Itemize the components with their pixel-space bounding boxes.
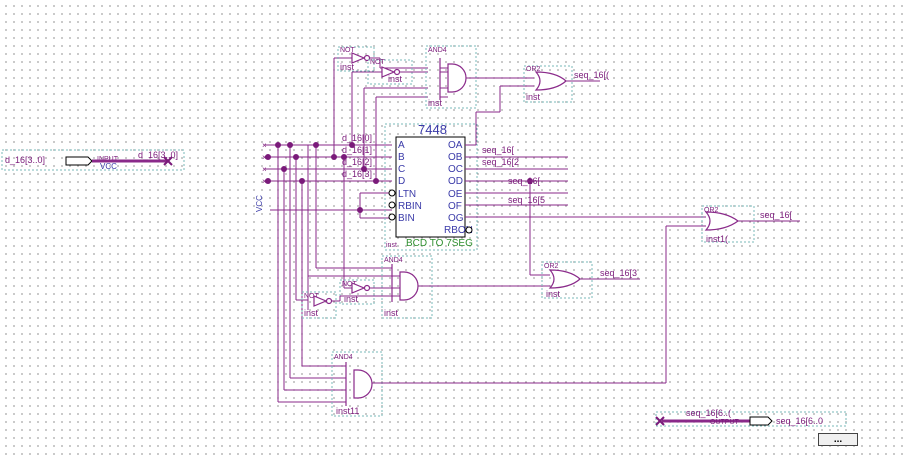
and4-gate-bottom-type: AND4 xyxy=(334,354,353,361)
not-gate-top-2-inst: inst xyxy=(388,74,403,84)
chip-pin-of: OF xyxy=(448,201,462,212)
chip-pin-oa: OA xyxy=(448,140,463,151)
or2-gate-top-type: OR2 xyxy=(526,66,541,73)
chip-pin-od: OD xyxy=(448,176,463,187)
output-net-label: seq_16[6..( xyxy=(686,408,731,418)
not-gate-middle-1-type: NOT xyxy=(342,281,358,288)
net-label-d1: d_16[1] xyxy=(342,145,372,155)
vcc-side-label: VCC xyxy=(255,195,264,212)
net-label-d3: d_16[3] xyxy=(342,169,372,179)
chip-pin-c: C xyxy=(398,164,405,175)
net-label-seq-or1: seq_16[( xyxy=(574,70,609,80)
net-label-d0: d_16[0] xyxy=(342,133,372,143)
or2-gate-middle-inst: inst xyxy=(546,289,561,299)
output-pin-seq16[interactable]: seq_16[6..( OUTPUT seq_16[6..0 xyxy=(655,408,847,427)
net-label-d2: d_16[2] xyxy=(342,157,372,167)
and4-gate-middle-inst: inst xyxy=(384,308,399,318)
net-label-seq-or2: seq_16[ xyxy=(760,210,793,220)
not-gate-middle-2[interactable]: NOT inst xyxy=(301,291,337,319)
chip-pin-og: OG xyxy=(448,213,464,224)
chip-pin-oc: OC xyxy=(448,164,463,175)
and4-gate-top-type: AND4 xyxy=(428,47,447,54)
net-label-seq-og: seq_16[5 xyxy=(508,195,545,205)
and4-gate-top[interactable]: AND4 inst xyxy=(425,45,477,109)
chip-output-wires xyxy=(465,85,706,276)
not-gate-top-1[interactable]: NOT inst xyxy=(337,46,375,72)
or2-gate-top-inst: inst xyxy=(526,92,541,102)
output-pin-type: OUTPUT xyxy=(710,419,740,426)
svg-text:×: × xyxy=(262,141,267,150)
and4-gate-bottom-inst: inst11 xyxy=(336,406,359,416)
not-gate-top-1-inst: inst xyxy=(340,62,355,72)
or2-gate-right-type: OR2 xyxy=(704,207,719,214)
not-gate-top-2-type: NOT xyxy=(370,59,386,66)
svg-text:×: × xyxy=(262,153,267,162)
or2-gate-middle-type: OR2 xyxy=(544,263,559,270)
input-pin-default: VCC xyxy=(100,162,117,171)
chip-pin-ob: OB xyxy=(448,152,463,163)
chip-pin-bin: BIN xyxy=(398,213,415,224)
and4-gate-middle[interactable]: AND4 inst xyxy=(381,255,433,319)
more-button[interactable]: ... xyxy=(818,433,858,446)
svg-text:×: × xyxy=(262,165,267,174)
net-label-seq-oc: seq_16[2 xyxy=(482,157,519,167)
and4-gate-middle-type: AND4 xyxy=(384,257,403,264)
chip-pin-a: A xyxy=(398,140,405,151)
or2-gate-right-inst: inst1( xyxy=(706,234,728,244)
chip-pin-d: D xyxy=(398,176,405,187)
net-label-seq-oe: seq_16[ xyxy=(508,176,541,186)
chip-footer: BCD TO 7SEG xyxy=(406,238,473,249)
not-gate-middle-2-type: NOT xyxy=(304,293,320,300)
not-gate-middle-2-inst: inst xyxy=(304,308,319,318)
or2-gate-right[interactable]: OR2 inst1( xyxy=(701,205,755,244)
or2-gate-middle[interactable]: OR2 inst xyxy=(541,261,593,299)
chip-pin-oe: OE xyxy=(448,189,463,200)
chip-pin-b: B xyxy=(398,152,405,163)
net-label-seq-or3: seq_16[3 xyxy=(600,268,637,278)
and4-gate-bottom[interactable]: AND4 inst11 xyxy=(331,351,383,417)
svg-text:×: × xyxy=(262,177,267,186)
chip-title: 7448 xyxy=(418,122,447,137)
net-label-seq-ob: seq_16[ xyxy=(482,145,515,155)
not-gate-top-1-type: NOT xyxy=(340,47,356,54)
input-pin-name: d_16[3..0] xyxy=(5,155,45,165)
input-bus-label: d_16[3..0] xyxy=(138,150,178,160)
and4-gate-top-inst: inst xyxy=(428,98,443,108)
or2-gate-top[interactable]: OR2 inst xyxy=(523,65,573,103)
vertical-distribution-wires xyxy=(270,57,428,403)
chip-pin-rbon: RBON xyxy=(444,225,473,236)
bit-wires: × × × × xyxy=(262,141,392,186)
chip-7448[interactable]: 7448 A B C D LTN RBIN BIN OA OB OC OD OE… xyxy=(384,122,478,251)
bus-unconnected-x-icon xyxy=(163,156,173,166)
chip-pin-ltn: LTN xyxy=(398,189,416,200)
chip-pin-rbin: RBIN xyxy=(398,201,422,212)
chip-inst-label: inst xyxy=(386,242,397,249)
input-pin-shape xyxy=(65,156,93,166)
output-pin-name: seq_16[6..0 xyxy=(776,416,823,426)
not-gate-middle-1-inst: inst xyxy=(344,294,359,304)
not-gate-middle-1[interactable]: NOT inst xyxy=(339,279,375,305)
